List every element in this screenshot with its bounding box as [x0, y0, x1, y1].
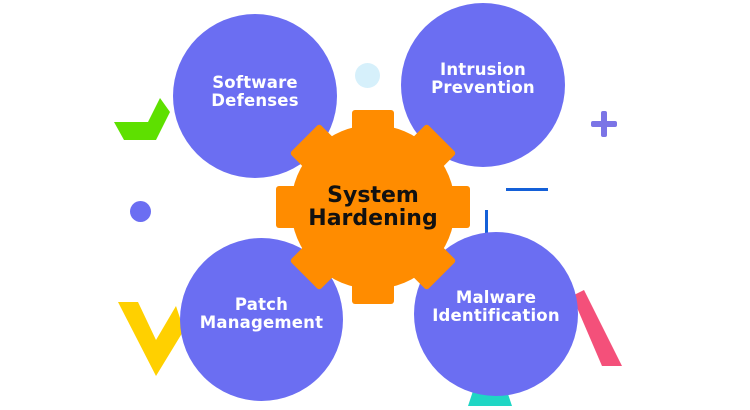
node-software-defenses-line2: Defenses — [211, 91, 299, 110]
yellow-v-decoration — [118, 302, 184, 376]
node-patch-management-line1: Patch — [234, 294, 289, 314]
center-label-line1: System — [327, 183, 419, 208]
center-label-line2: Hardening — [308, 206, 438, 231]
node-malware-identification: Malware Identification — [414, 232, 578, 396]
purple-plus-decoration — [591, 111, 617, 137]
blue-horizontal-line-decoration — [506, 188, 548, 191]
center-label: System Hardening — [276, 110, 470, 304]
node-intrusion-prevention-line2: Prevention — [431, 78, 535, 97]
pink-bar-decoration — [572, 290, 622, 366]
node-software-defenses-line1: Software — [212, 73, 298, 92]
center-gear: System Hardening — [276, 110, 470, 304]
green-chevron-decoration — [114, 98, 170, 140]
purple-dot-decoration — [130, 201, 151, 222]
node-intrusion-prevention-line1: Intrusion — [439, 60, 527, 79]
node-malware-identification-line2: Identification — [432, 306, 560, 325]
light-blue-dot-decoration — [355, 63, 380, 88]
node-patch-management-line2: Management — [199, 312, 324, 332]
gear-icon — [276, 110, 470, 304]
blue-vertical-line-decoration — [485, 210, 488, 234]
node-malware-identification-line1: Malware — [455, 288, 537, 307]
node-intrusion-prevention: Intrusion Prevention — [401, 3, 565, 167]
